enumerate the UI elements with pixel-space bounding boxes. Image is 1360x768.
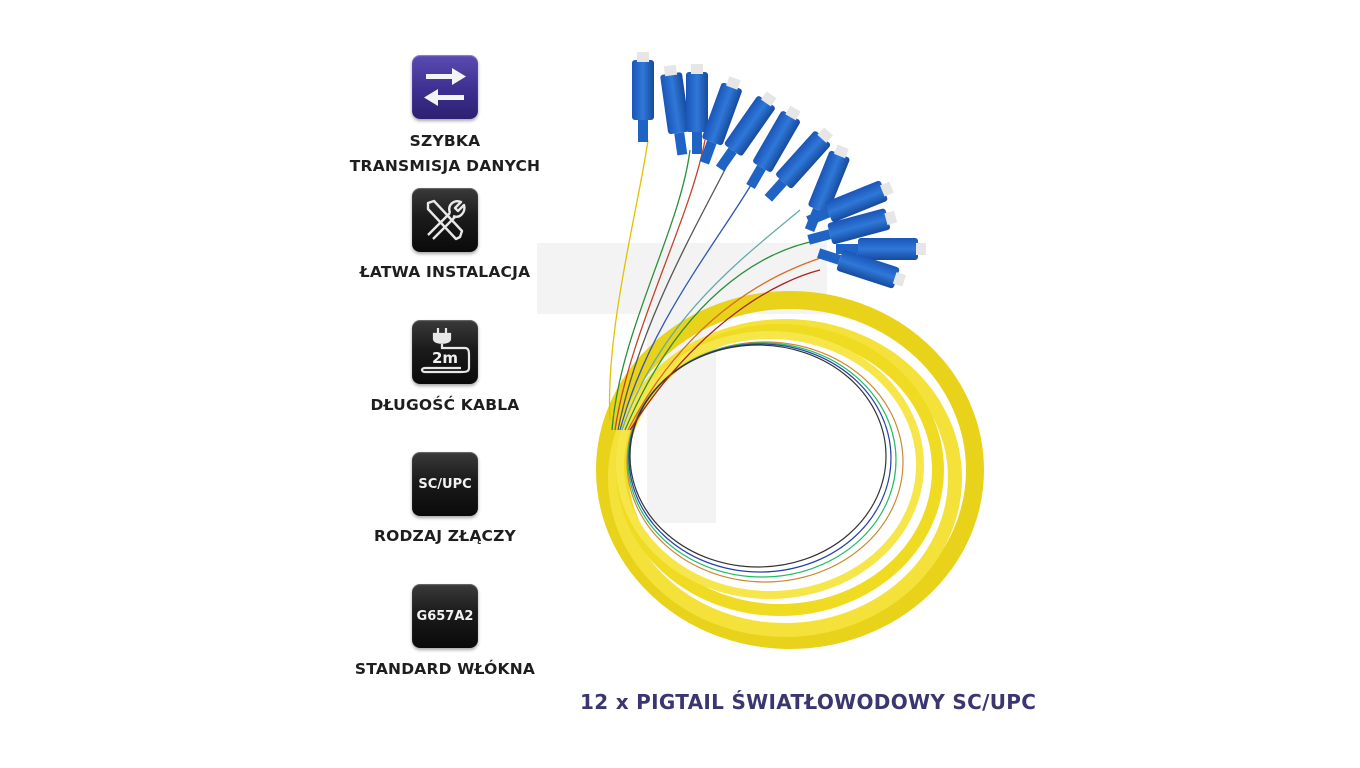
fiber-standard-text: G657A2 [416,608,474,624]
feature-fast-transmission: SZYBKA TRANSMISJA DANYCH [330,55,560,185]
feature-label: DŁUGOŚĆ KABLA [370,396,520,414]
feature-fiber-standard: G657A2 STANDARD WŁÓKNA [330,584,560,684]
plug-cable-icon: 2m [412,320,478,384]
feature-label: SZYBKA TRANSMISJA DANYCH [330,129,560,179]
feature-label: ŁATWA INSTALACJA [359,263,531,281]
feature-label-line: TRANSMISJA DANYCH [349,157,541,175]
feature-connector-type: SC/UPC RODZAJ ZŁĄCZY [330,452,560,552]
product-title: 12 x PIGTAIL ŚWIATŁOWODOWY SC/UPC [580,690,1037,714]
fiber-pigtail-product-image [596,52,984,649]
feature-easy-install: ŁATWA INSTALACJA [330,188,560,288]
feature-label-line: SZYBKA [409,132,481,150]
feature-label: RODZAJ ZŁĄCZY [373,527,516,545]
feature-cable-length: 2m DŁUGOŚĆ KABLA [330,320,560,420]
fiber-standard-icon: G657A2 [412,584,478,648]
connector-type-text: SC/UPC [418,476,472,492]
connector-type-icon: SC/UPC [412,452,478,516]
exchange-arrows-icon [412,55,478,119]
tools-wrench-screwdriver-icon [412,188,478,252]
feature-label: STANDARD WŁÓKNA [354,660,536,678]
cable-length-text: 2m [431,349,459,367]
sc-upc-connectors [632,52,926,289]
